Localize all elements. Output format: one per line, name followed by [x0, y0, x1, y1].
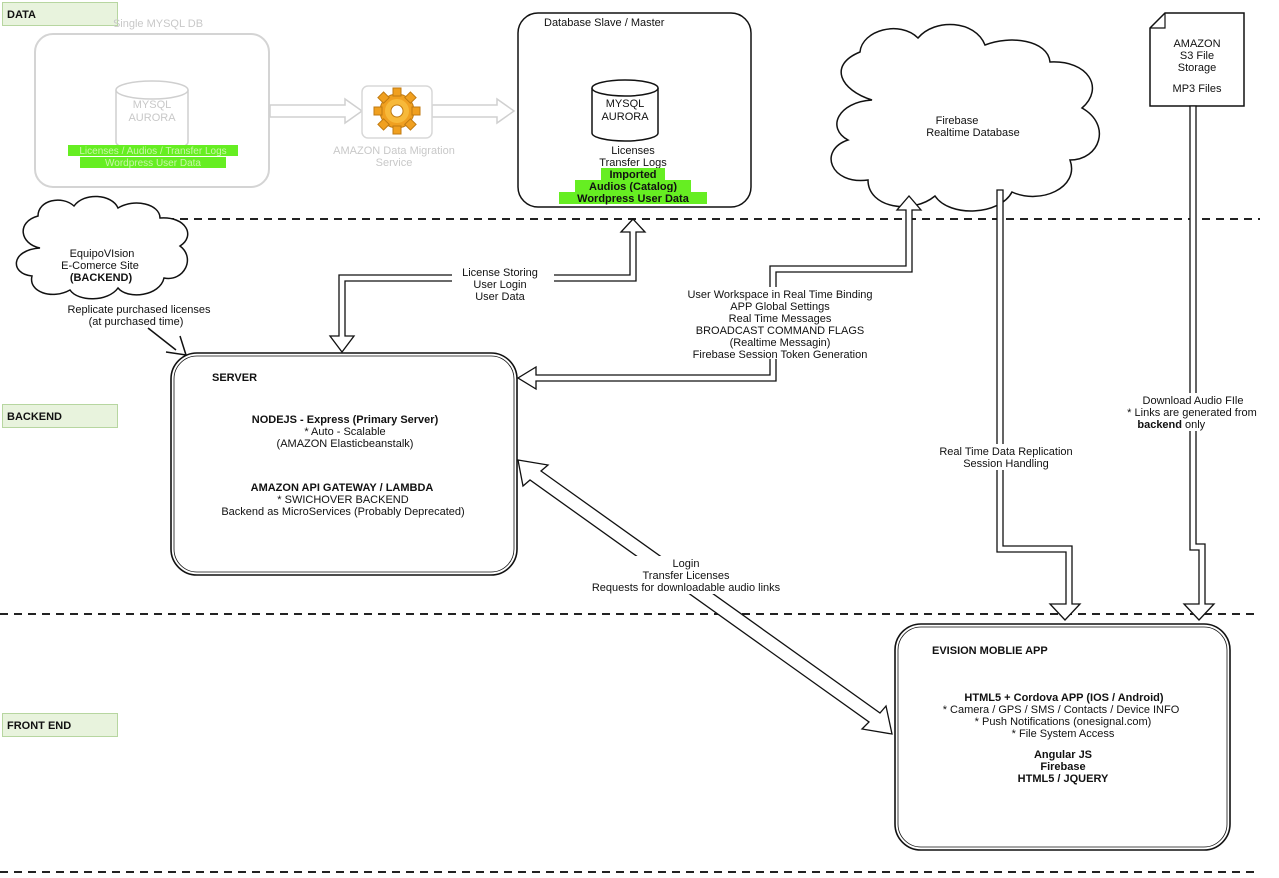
database-master-hl-2-bg — [575, 180, 691, 192]
mobile-app: EVISION MOBLIE APP HTML5 + Cordova APP (… — [894, 623, 1231, 851]
edge-firebase-app-label-2: Session Handling — [963, 458, 1049, 470]
edge-server-firebase-label-1: User Workspace in Real Time Binding — [687, 289, 872, 301]
database-master: Database Slave / Master MYSQL AURORA Lic… — [517, 12, 752, 208]
edge-server-app-label-3: Requests for downloadable audio links — [592, 582, 781, 594]
edge-server-firebase-label-5: (Realtime Messagin) — [730, 337, 831, 349]
server-title: SERVER — [212, 372, 257, 384]
server-line-4: Backend as MicroServices (Probably Depre… — [221, 506, 464, 518]
migration-arrow-out — [431, 97, 516, 125]
single-db-highlight-2-bg — [80, 157, 226, 168]
edge-firebase-app-label-bg — [920, 444, 1092, 470]
edge-server-firebase-label-2: APP Global Settings — [730, 301, 830, 313]
edge-firebase-app-label-1: Real Time Data Replication — [939, 446, 1072, 458]
firebase-cloud-shape — [830, 23, 1100, 212]
migration-label-2: Service — [376, 157, 413, 169]
edge-server-db-label-2: User Login — [473, 279, 526, 291]
single-db-highlight-1: Licenses / Audios / Transfer Logs — [79, 146, 226, 157]
single-db-highlight-2: Wordpress User Data — [105, 158, 201, 169]
single-mysql-db: Single MYSQL DB MYSQL AURORA Licenses / … — [34, 18, 270, 188]
single-db-title: Single MYSQL DB — [113, 18, 203, 30]
s3-label-1: AMAZON — [1173, 38, 1220, 50]
firebase-label-2: Realtime Database — [926, 127, 1020, 139]
database-master-hl-1-bg — [601, 168, 665, 180]
database-master-cylinder: MYSQL AURORA — [591, 79, 659, 142]
database-master-cyl-label-2: AURORA — [601, 111, 649, 123]
ecommerce-note-1: Replicate purchased licenses — [67, 304, 211, 316]
arrow-s3-app — [1182, 105, 1216, 621]
mobile-app-box — [894, 623, 1231, 851]
mobile-app-title: EVISION MOBLIE APP — [932, 645, 1048, 657]
ecommerce-cloud: EquipoVIsion E-Comerce Site (BACKEND) — [15, 195, 189, 300]
server-heading-1: NODEJS - Express (Primary Server) — [252, 414, 439, 426]
edge-server-db-label-bg — [452, 265, 554, 301]
gear-icon — [373, 87, 421, 135]
migration-service: AMAZON Data Migration Service — [333, 85, 455, 169]
mobile-app-line-1: * Camera / GPS / SMS / Contacts / Device… — [943, 704, 1180, 716]
server-line-3: * SWICHOVER BACKEND — [277, 494, 408, 506]
server-heading-2: AMAZON API GATEWAY / LAMBDA — [251, 482, 434, 494]
server-line-2: (AMAZON Elasticbeanstalk) — [277, 438, 414, 450]
database-master-cyl-label-1: MYSQL — [606, 98, 645, 110]
arrow-server-firebase — [516, 195, 923, 391]
edge-server-firebase-label-3: Real Time Messages — [729, 313, 832, 325]
edge-server-firebase-label-4: BROADCAST COMMAND FLAGS — [696, 325, 865, 337]
single-db-cylinder: MYSQL AURORA — [115, 80, 189, 152]
single-db-highlight-1-bg — [68, 145, 238, 156]
migration-label-1: AMAZON Data Migration — [333, 145, 455, 157]
ecommerce-label-2: E-Comerce Site — [61, 260, 139, 272]
database-master-hl-2: Audios (Catalog) — [589, 181, 677, 193]
section-tab-frontend: FRONT END — [2, 713, 118, 737]
migration-arrow-in — [269, 97, 364, 125]
ecommerce-to-server-arrow — [147, 327, 188, 356]
arrow-server-database — [328, 218, 647, 354]
database-master-line-2: Transfer Logs — [599, 157, 667, 169]
ecommerce-cloud-shape — [15, 195, 189, 300]
firebase-cloud: Firebase Realtime Database — [830, 23, 1100, 212]
edge-server-app-label-bg — [566, 556, 808, 594]
database-master-line-1: Licenses — [611, 145, 655, 157]
edge-s3-app-label-3: backend — [1137, 419, 1182, 431]
arrow-firebase-app — [996, 189, 1082, 621]
edge-s3-app-label-2: * Links are generated from — [1127, 407, 1257, 419]
edge-server-app-label-1: Login — [673, 558, 700, 570]
mobile-app-line-3: * File System Access — [1012, 728, 1115, 740]
server: SERVER NODEJS - Express (Primary Server)… — [170, 352, 518, 576]
edge-server-firebase-label-bg — [662, 287, 898, 359]
mobile-app-heading-4: HTML5 / JQUERY — [1018, 773, 1109, 785]
server-box — [170, 352, 518, 576]
s3-label-3: Storage — [1178, 62, 1217, 74]
section-tab-data: DATA — [2, 2, 118, 26]
server-line-1: * Auto - Scalable — [304, 426, 385, 438]
edge-server-db-label-1: License Storing — [462, 267, 538, 279]
edge-s3-app-label-1: Download Audio FIle — [1143, 395, 1244, 407]
mobile-app-heading-1: HTML5 + Cordova APP (IOS / Android) — [964, 692, 1163, 704]
database-master-hl-3: Wordpress User Data — [577, 193, 690, 205]
edge-server-db-label-3: User Data — [475, 291, 525, 303]
s3-label-2: S3 File — [1180, 50, 1214, 62]
single-db-cyl-label-2: AURORA — [128, 112, 176, 124]
ecommerce-label-3: (BACKEND) — [70, 272, 133, 284]
edge-s3-app-label-4: only — [1185, 419, 1206, 431]
single-db-cyl-label-1: MYSQL — [133, 99, 172, 111]
s3-label-4: MP3 Files — [1173, 83, 1222, 95]
mobile-app-line-2: * Push Notifications (onesignal.com) — [975, 716, 1152, 728]
s3-document-shape — [1149, 12, 1245, 107]
firebase-label-1: Firebase — [936, 115, 979, 127]
amazon-s3-storage: AMAZON S3 File Storage MP3 Files — [1149, 12, 1245, 107]
ecommerce-note-2: (at purchased time) — [89, 316, 184, 328]
database-master-title: Database Slave / Master — [544, 17, 665, 29]
edge-s3-app-label-bg — [1126, 393, 1276, 431]
edge-server-firebase-label-6: Firebase Session Token Generation — [693, 349, 868, 361]
mobile-app-heading-2: Angular JS — [1034, 749, 1092, 761]
ecommerce-label-1: EquipoVIsion — [70, 248, 135, 260]
section-tab-backend: BACKEND — [2, 404, 118, 428]
database-master-hl-1: Imported — [609, 169, 656, 181]
database-master-hl-3-bg — [559, 192, 707, 204]
mobile-app-heading-3: Firebase — [1040, 761, 1085, 773]
arrow-server-app — [517, 459, 893, 735]
edge-server-app-label-2: Transfer Licenses — [642, 570, 730, 582]
